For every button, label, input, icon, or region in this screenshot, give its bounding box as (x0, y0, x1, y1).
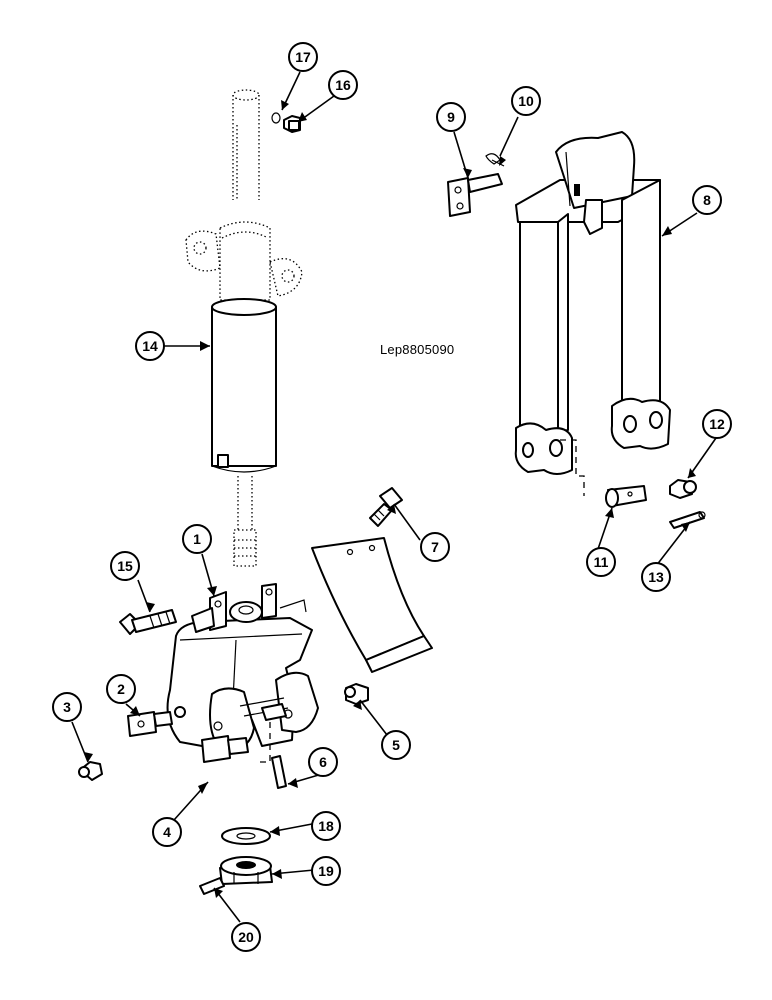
part-6-spring-pin (271, 755, 287, 789)
callout-2: 2 (106, 674, 136, 704)
part-12-grease-fitting (669, 479, 697, 499)
part-2-block-pin (127, 711, 173, 737)
part-20-roll-pin (199, 877, 225, 895)
callout-11-label: 11 (594, 554, 609, 570)
part-7-bolt (369, 487, 403, 527)
callout-18-label: 18 (318, 818, 334, 834)
callout-10: 10 (511, 86, 541, 116)
callout-3-label: 3 (63, 699, 71, 715)
leader-lines (71, 71, 717, 923)
callout-18: 18 (311, 811, 341, 841)
callout-6: 6 (308, 747, 338, 777)
cover-plate (311, 537, 433, 673)
callout-14: 14 (135, 331, 165, 361)
callout-8: 8 (692, 185, 722, 215)
callout-5-label: 5 (392, 737, 400, 753)
callout-14-label: 14 (142, 338, 158, 354)
part-1-main-bracket (166, 583, 319, 763)
callout-20-label: 20 (238, 929, 254, 945)
callout-13: 13 (641, 562, 671, 592)
callout-15: 15 (110, 551, 140, 581)
callout-12: 12 (702, 409, 732, 439)
callout-20: 20 (231, 922, 261, 952)
part-18-washer (221, 827, 271, 845)
part-13-cotter-pin (669, 511, 706, 529)
part-3-grease-fitting (78, 761, 103, 781)
callout-6-label: 6 (319, 754, 327, 770)
callout-8-label: 8 (703, 192, 711, 208)
callout-1-label: 1 (193, 531, 201, 547)
callout-5: 5 (381, 730, 411, 760)
callout-7: 7 (420, 532, 450, 562)
callout-17: 17 (288, 42, 318, 72)
callout-11: 11 (586, 547, 616, 577)
callout-16-label: 16 (335, 77, 351, 93)
part-10-spring-clip (485, 153, 505, 167)
callout-19-label: 19 (318, 863, 334, 879)
callout-9: 9 (436, 102, 466, 132)
part-5-grease-fitting (344, 683, 369, 705)
callout-4-label: 4 (163, 824, 171, 840)
callout-4: 4 (152, 817, 182, 847)
part-16-grease-fitting (283, 115, 301, 133)
callout-12-label: 12 (709, 416, 725, 432)
callout-1: 1 (182, 524, 212, 554)
part-14-steering-column (185, 89, 303, 567)
drawing-reference-code: Lep8805090 (380, 342, 455, 357)
part-19-castle-nut (219, 856, 273, 885)
part-11-pivot-pin (560, 439, 647, 508)
callout-16: 16 (328, 70, 358, 100)
part-17-o-ring (271, 112, 281, 124)
part-4-block-pin (201, 735, 249, 763)
callout-17-label: 17 (295, 49, 311, 65)
callout-7-label: 7 (431, 539, 439, 555)
callout-15-label: 15 (117, 558, 133, 574)
callout-9-label: 9 (447, 109, 455, 125)
part-9-retaining-pin (447, 173, 503, 217)
part-15-bolt (119, 609, 177, 635)
callout-10-label: 10 (518, 93, 534, 109)
part-8-yoke-frame (514, 131, 671, 475)
callout-19: 19 (311, 856, 341, 886)
callout-2-label: 2 (117, 681, 125, 697)
callout-3: 3 (52, 692, 82, 722)
callout-13-label: 13 (648, 569, 664, 585)
